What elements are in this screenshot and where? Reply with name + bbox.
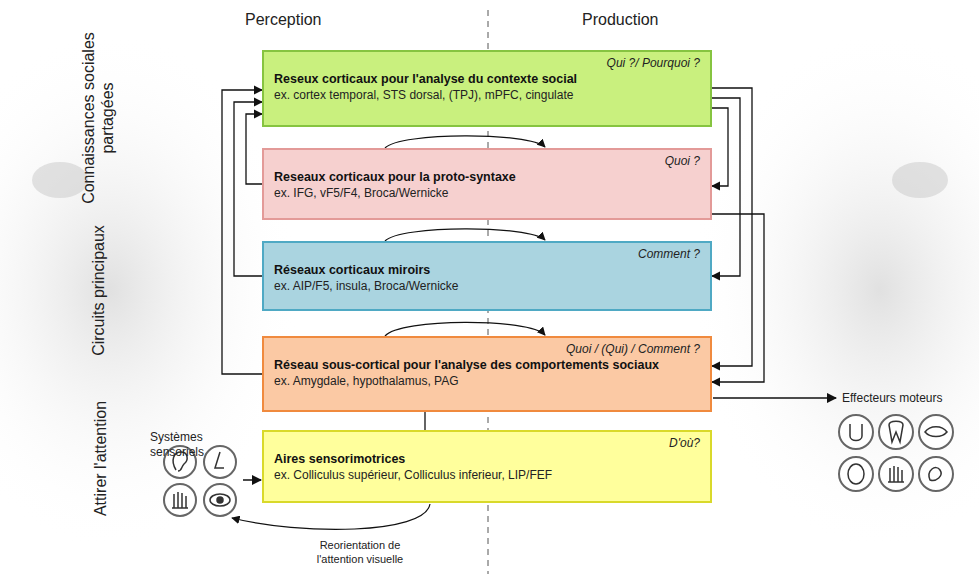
box-title: Reseaux corticaux pour la proto-syntaxe bbox=[274, 169, 700, 185]
effector-symbols bbox=[848, 421, 947, 484]
group-label: Effecteurs moteurs bbox=[842, 391, 972, 406]
monkey-face-left bbox=[0, 30, 300, 550]
connector-arrow bbox=[234, 102, 262, 276]
example-text: ex. cortex temporal, STS dorsal, (TPJ), … bbox=[274, 87, 700, 103]
question-tag: D'où? bbox=[274, 436, 700, 451]
level-label: Connaissances sociales partagées bbox=[79, 18, 117, 218]
connector-arrow bbox=[222, 90, 262, 374]
arrow-label: Reorientation de l'attention visuelle bbox=[300, 538, 420, 566]
example-text: ex. Colliculus supérieur, Colliculus inf… bbox=[274, 467, 700, 483]
box-title: Réseaux corticaux miroirs bbox=[274, 262, 700, 278]
column-header: Perception bbox=[245, 10, 335, 29]
monkey-face-right bbox=[690, 30, 979, 550]
input-arrow bbox=[243, 479, 261, 481]
question-tag: Comment ? bbox=[274, 247, 700, 262]
group-label: Systèmes sensoriels bbox=[150, 430, 260, 460]
monkey-eye bbox=[32, 162, 88, 198]
social-context-box: Qui ?/ Pourquoi ?Reseux corticaux pour l… bbox=[262, 50, 712, 127]
level-label: Circuits principaux bbox=[89, 200, 108, 380]
box-title: Aires sensorimotrices bbox=[274, 451, 700, 467]
connector-arrow bbox=[712, 98, 740, 276]
box-title: Reseux corticaux pour l'analyse du conte… bbox=[274, 71, 700, 87]
connector-arrow bbox=[712, 214, 764, 382]
reorientation-arrow bbox=[232, 504, 430, 529]
example-text: ex. Amygdale, hypothalamus, PAG bbox=[274, 373, 700, 389]
question-tag: Quoi / (Qui) / Comment ? bbox=[274, 342, 700, 357]
connector-arrow bbox=[712, 108, 728, 186]
subcortical-box: Quoi / (Qui) / Comment ?Réseau sous-cort… bbox=[262, 336, 712, 412]
connector-arrow bbox=[246, 114, 262, 184]
connector-arrow bbox=[712, 88, 752, 366]
sensorimotor-box: D'où?Aires sensorimotricesex. Colliculus… bbox=[262, 430, 712, 503]
level-label: Attirer l'attention bbox=[91, 378, 110, 538]
example-text: ex. IFG, vF5/F4, Broca/Wernicke bbox=[274, 185, 700, 201]
mirror-network-box: Comment ?Réseaux corticaux miroirsex. AI… bbox=[262, 241, 712, 311]
output-arrow bbox=[713, 397, 836, 399]
proto-syntax-box: Quoi ?Reseaux corticaux pour la proto-sy… bbox=[262, 148, 712, 220]
question-tag: Quoi ? bbox=[274, 154, 700, 169]
box-title: Réseau sous-cortical pour l'analyse des … bbox=[274, 357, 700, 373]
question-tag: Qui ?/ Pourquoi ? bbox=[274, 56, 700, 71]
loop-arrow bbox=[385, 136, 545, 148]
example-text: ex. AIP/F5, insula, Broca/Wernicke bbox=[274, 278, 700, 294]
loop-arrow bbox=[385, 322, 545, 336]
monkey-eye bbox=[892, 162, 948, 198]
effector-icons bbox=[839, 415, 953, 491]
connector-arrow bbox=[424, 412, 425, 430]
column-header: Production bbox=[582, 10, 682, 29]
loop-arrow bbox=[385, 229, 545, 241]
sense-symbols bbox=[172, 452, 230, 508]
